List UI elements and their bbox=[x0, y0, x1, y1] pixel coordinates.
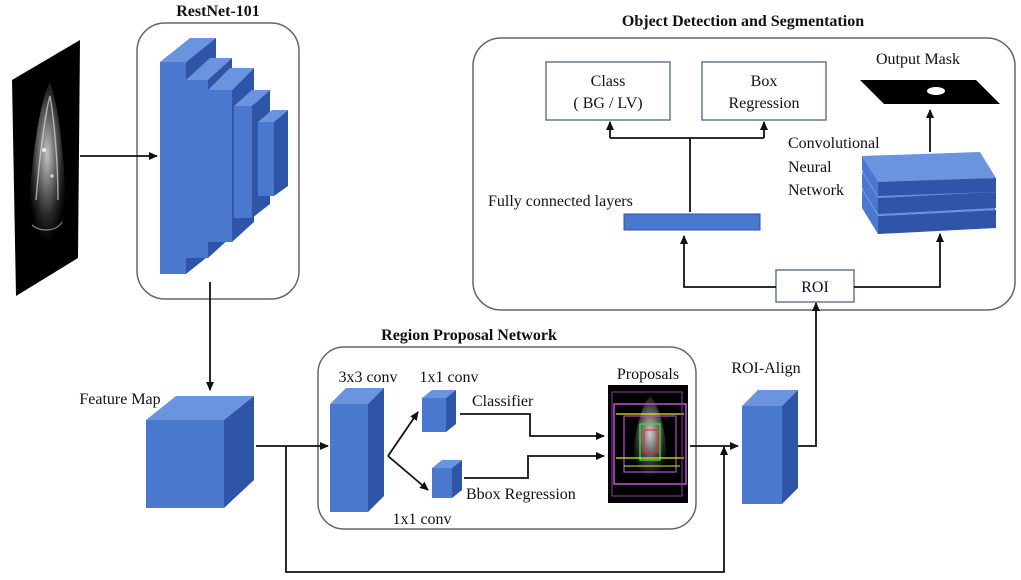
roi-align-block bbox=[742, 390, 798, 504]
detection-title: Object Detection and Segmentation bbox=[622, 13, 864, 30]
arrow-feature-to-roialign bbox=[285, 446, 728, 573]
output-mask-label: Output Mask bbox=[876, 51, 960, 68]
proposal-box-medium bbox=[623, 415, 677, 473]
conv1x1-bottom-block bbox=[432, 460, 462, 498]
rpn-panel bbox=[317, 346, 697, 530]
conv1x1-top-block bbox=[422, 390, 456, 432]
class-box bbox=[545, 61, 671, 121]
class-label-line2: ( BG / LV) bbox=[573, 95, 642, 112]
cnn-label-line2: Neural bbox=[788, 159, 832, 176]
feature-map-cube bbox=[146, 396, 254, 508]
output-mask-image bbox=[860, 80, 1000, 104]
proposals-label: Proposals bbox=[617, 366, 679, 383]
box-regression-box bbox=[701, 61, 827, 121]
cnn-label-line3: Network bbox=[788, 182, 844, 199]
conv1x1-bottom-label: 1x1 conv bbox=[392, 511, 451, 528]
proposal-box-green bbox=[639, 423, 661, 461]
fc-layer-bar bbox=[623, 213, 761, 231]
cnn-label-line1: Convolutional bbox=[788, 135, 880, 152]
feature-map-label: Feature Map bbox=[79, 391, 160, 408]
detection-panel bbox=[472, 37, 1016, 311]
box-label-line1: Box bbox=[751, 73, 778, 90]
box-label-line2: Regression bbox=[728, 95, 799, 112]
arrow-to-classifier-conv bbox=[387, 411, 419, 457]
class-label-line1: Class bbox=[591, 73, 626, 90]
conv1x1-top-label: 1x1 conv bbox=[419, 369, 478, 386]
echo-input-image bbox=[12, 40, 80, 296]
conv3x3-label: 3x3 conv bbox=[338, 369, 397, 386]
rpn-title: Region Proposal Network bbox=[381, 327, 557, 344]
conv3x3-block bbox=[330, 388, 384, 512]
backbone-layer-5 bbox=[258, 110, 288, 196]
roi-box bbox=[775, 269, 855, 303]
arrow-roi-to-cnn bbox=[854, 233, 944, 288]
bbox-regression-label: Bbox Regression bbox=[466, 486, 576, 503]
backbone-title: RestNet-101 bbox=[176, 3, 260, 20]
cnn-stack bbox=[862, 152, 996, 234]
cnn-plate-1 bbox=[862, 152, 996, 196]
arrow-roi-to-fc bbox=[680, 235, 776, 288]
fc-layers-label: Fully connected layers bbox=[488, 193, 633, 210]
roi-label: ROI bbox=[801, 279, 829, 296]
proposal-box-large bbox=[613, 403, 687, 485]
arrow-roialign-to-roi bbox=[798, 302, 820, 447]
backbone-layers bbox=[160, 38, 288, 274]
arrow-classifier-to-proposals bbox=[460, 413, 605, 440]
arrow-bbox-to-proposals bbox=[464, 452, 605, 479]
proposals-image bbox=[608, 385, 688, 503]
backbone-panel bbox=[136, 22, 300, 300]
classifier-label: Classifier bbox=[472, 393, 534, 410]
roi-align-label: ROI-Align bbox=[731, 360, 800, 377]
proposal-box-red bbox=[643, 429, 659, 453]
arrow-to-bbox-conv bbox=[387, 455, 429, 491]
